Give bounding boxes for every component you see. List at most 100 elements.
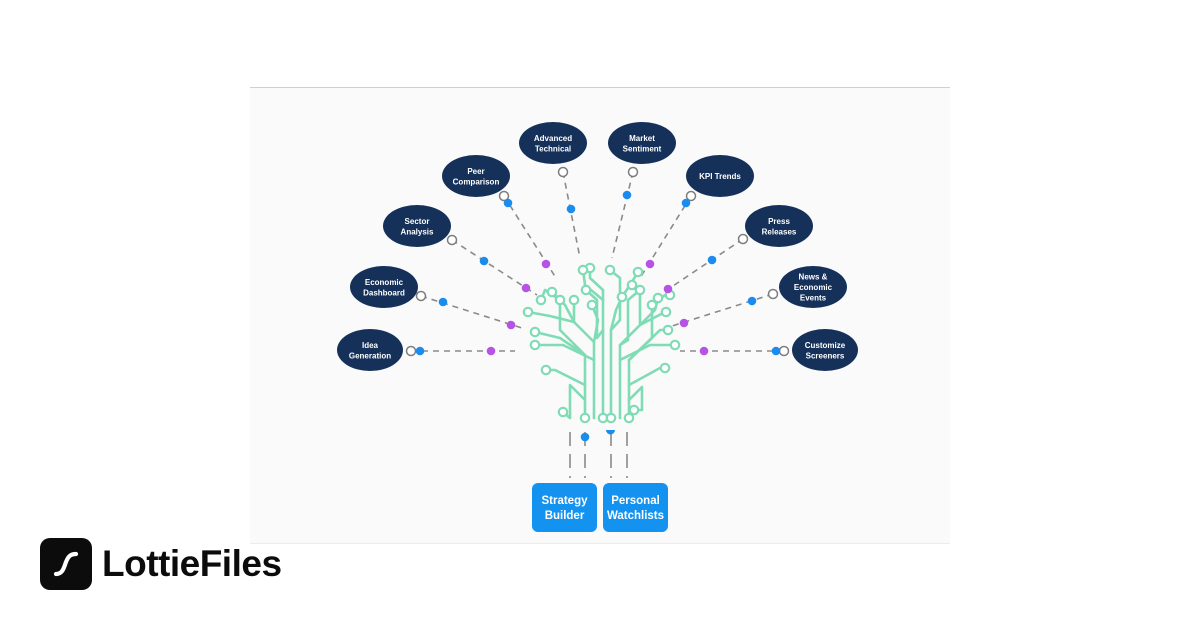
box-label: Watchlists [607,510,664,522]
tree-terminal [626,279,638,291]
lottiefiles-logo-icon [40,538,92,590]
connector-port [415,290,427,302]
node-label: Analysis [401,227,434,236]
node-bubble [383,205,451,247]
blue-dot [415,346,425,356]
tree-branch [544,368,587,387]
box-bg [532,483,597,532]
node-label: Sector [405,217,430,226]
purple-dot [521,283,531,293]
node-label: Screeners [806,351,845,360]
lottiefiles-logo[interactable]: LottieFiles [40,538,282,590]
animation-preview-frame [250,87,950,544]
tree-terminal [529,339,541,351]
tree-terminal [604,264,616,276]
tree-branch [526,310,576,324]
purple-dot [645,259,655,269]
purple-dot [679,318,689,328]
node-bubble [792,329,858,371]
tree-branch [558,298,587,420]
blue-dot [747,296,757,306]
node-label: Generation [349,351,391,360]
node-label: KPI Trends [699,172,741,181]
node-label: Advanced [534,134,572,143]
node-kpi: KPI Trends [686,155,754,197]
purple-dot [486,346,496,356]
connector-port [767,288,779,300]
circuit-tree [522,262,681,424]
tree-branch [618,288,642,347]
tree-terminal [632,266,644,278]
tree-terminal [605,412,617,424]
node-label: Press [768,217,790,226]
node-label: Releases [762,227,797,236]
tree-terminal [659,362,671,374]
purple-dot [541,259,551,269]
connector-port [557,166,569,178]
node-label: Market [629,134,655,143]
blue-dot [681,198,691,208]
dashed-connector [611,171,634,259]
node-bubble [519,122,587,164]
box-label: Builder [545,510,585,522]
tree-branch [608,268,622,420]
connector-port [498,190,510,202]
tree-terminal [557,406,569,418]
node-bubble [350,266,418,308]
node-bubble [779,266,847,308]
tree-terminal [646,299,658,311]
box-bg [603,483,668,532]
tree-terminal [586,299,598,311]
node-label: Events [800,294,827,303]
tree-terminal [652,292,664,304]
node-label: Dashboard [363,288,405,297]
purple-dot [506,320,516,330]
tree-terminal [579,412,591,424]
blue-dot [503,198,513,208]
connector-port [778,345,790,357]
node-label: Technical [535,144,571,153]
node-bubble [608,122,676,164]
node-bubble [745,205,813,247]
tree-branch [572,298,596,420]
tree-terminal [535,294,547,306]
node-label: Customize [805,341,846,350]
tree-terminal [628,404,640,416]
node-bubble [337,329,403,371]
tree-terminal [546,286,558,298]
tree-branch [627,366,667,387]
tree-branch [533,330,587,357]
tree-terminal [662,324,674,336]
tree-terminal [577,264,589,276]
node-bubble [442,155,510,197]
blue-dot [566,204,576,214]
tree-terminal [669,339,681,351]
blue-dot [479,256,489,266]
connector-dots [405,166,790,442]
blue-dot [707,255,717,265]
node-label: Economic [365,278,404,287]
tree-terminal [660,306,672,318]
connector-port [405,345,417,357]
tree-terminal [616,291,628,303]
box-label: Personal [611,495,660,507]
tree-terminal [522,306,534,318]
node-label: Comparison [453,177,500,186]
purple-dot [663,284,673,294]
blue-dot [438,297,448,307]
tree-branch [584,288,605,340]
connector-port [737,233,749,245]
dashed-connector [562,171,581,259]
connector-port [627,166,639,178]
